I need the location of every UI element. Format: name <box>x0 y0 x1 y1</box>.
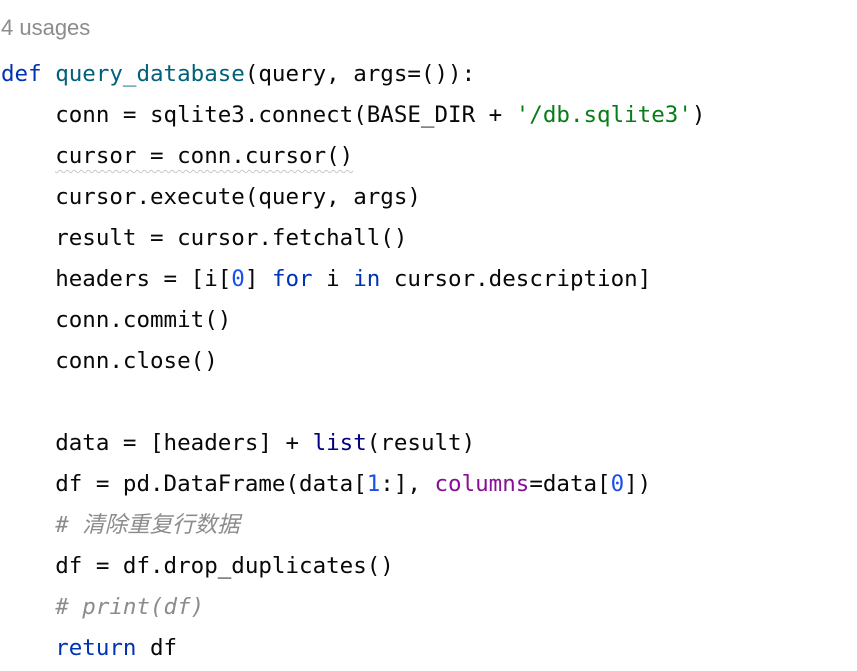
indent <box>1 512 55 538</box>
indent <box>1 553 55 579</box>
code-line-15[interactable]: return df <box>1 628 705 669</box>
string-literal: '/db.sqlite3' <box>515 102 692 128</box>
space <box>42 61 56 87</box>
code-text: conn.commit() <box>55 307 232 333</box>
code-line-13[interactable]: df = df.drop_duplicates() <box>1 546 705 587</box>
code-line-3[interactable]: cursor = conn.cursor() <box>1 136 705 177</box>
comment: # 清除重复行数据 <box>55 512 240 538</box>
indent <box>1 307 55 333</box>
code-text: conn = sqlite3.connect(BASE_DIR + <box>55 102 516 128</box>
keyword-def: def <box>1 61 42 87</box>
function-params: (query, args=()): <box>244 61 476 87</box>
code-text: headers = [i[ <box>55 266 232 292</box>
number-literal: 0 <box>610 471 625 497</box>
indent <box>1 102 55 128</box>
indent <box>1 184 55 210</box>
indent <box>1 635 55 661</box>
function-name[interactable]: query_database <box>55 61 245 87</box>
code-line-10[interactable]: data = [headers] + list(result) <box>1 423 705 464</box>
indent <box>1 225 55 251</box>
number-literal: 1 <box>366 471 381 497</box>
code-line-6[interactable]: headers = [i[0] for i in cursor.descript… <box>1 259 705 300</box>
keyword-return: return <box>55 635 137 661</box>
indent <box>1 266 55 292</box>
indent <box>1 143 55 169</box>
indent <box>1 430 55 456</box>
code-line-8[interactable]: conn.close() <box>1 341 705 382</box>
code-line-14[interactable]: # print(df) <box>1 587 705 628</box>
code-text: result = cursor.fetchall() <box>55 225 408 251</box>
indent <box>1 594 55 620</box>
keyword-in: in <box>353 266 381 292</box>
code-line-12[interactable]: # 清除重复行数据 <box>1 505 705 546</box>
code-text: ]) <box>624 471 652 497</box>
indent <box>1 348 55 374</box>
code-line-1[interactable]: def query_database(query, args=()): <box>1 54 705 95</box>
code-text: conn.close() <box>55 348 218 374</box>
code-text-with-warning[interactable]: cursor = conn.cursor() <box>55 143 354 169</box>
keyword-for: for <box>271 266 313 292</box>
code-text: cursor.execute(query, args) <box>55 184 421 210</box>
code-line-11[interactable]: df = pd.DataFrame(data[1:], columns=data… <box>1 464 705 505</box>
code-text: :], <box>380 471 435 497</box>
code-text: df = pd.DataFrame(data[ <box>55 471 367 497</box>
code-text: (result) <box>366 430 476 456</box>
code-text: ] <box>244 266 272 292</box>
code-text: ) <box>691 102 706 128</box>
number-literal: 0 <box>231 266 245 292</box>
code-text: data = [headers] + <box>55 430 313 456</box>
comment: # print(df) <box>55 594 205 620</box>
code-text: i <box>312 266 354 292</box>
blank-line <box>1 389 15 415</box>
usages-inlay-hint[interactable]: 4 usages <box>1 15 91 40</box>
code-line-5[interactable]: result = cursor.fetchall() <box>1 218 705 259</box>
named-argument: columns <box>434 471 530 497</box>
code-text: cursor.description] <box>380 266 652 292</box>
code-block[interactable]: def query_database(query, args=()): conn… <box>1 54 705 669</box>
code-text: =data[ <box>529 471 611 497</box>
indent <box>1 471 55 497</box>
builtin-function: list <box>312 430 367 456</box>
code-text: df = df.drop_duplicates() <box>55 553 394 579</box>
code-line-7[interactable]: conn.commit() <box>1 300 705 341</box>
code-line-4[interactable]: cursor.execute(query, args) <box>1 177 705 218</box>
code-line-2[interactable]: conn = sqlite3.connect(BASE_DIR + '/db.s… <box>1 95 705 136</box>
code-line-9[interactable] <box>1 382 705 423</box>
code-text: df <box>136 635 178 661</box>
